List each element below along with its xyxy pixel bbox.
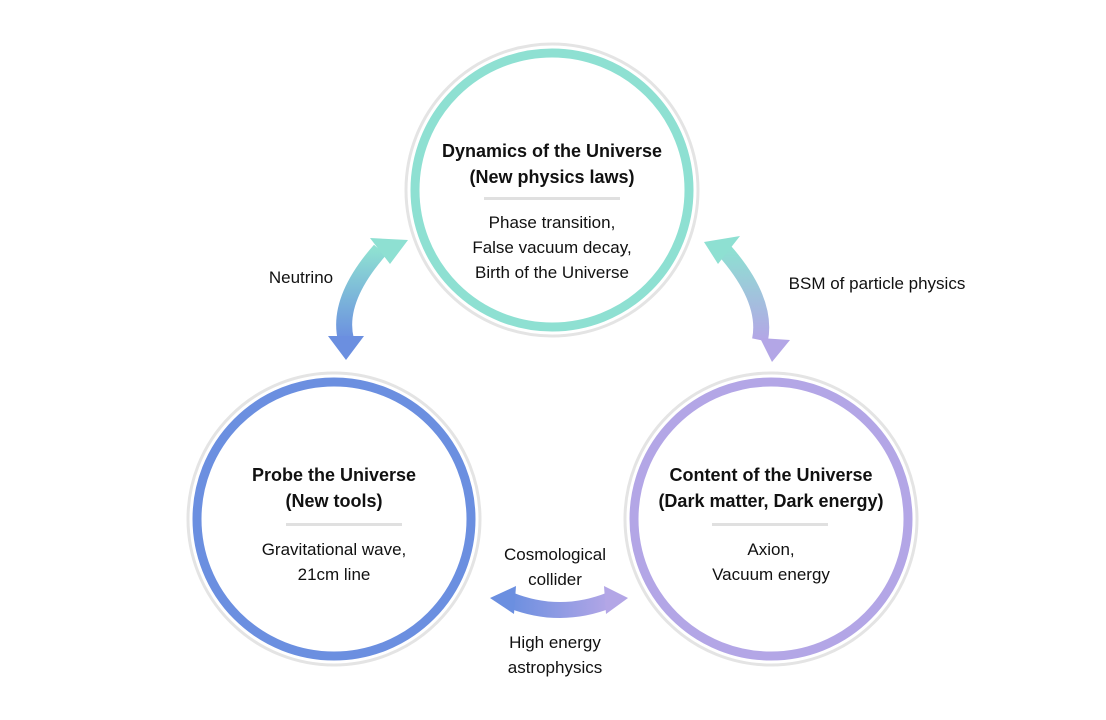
node-right-title-line2: (Dark matter, Dark energy) bbox=[658, 491, 884, 511]
circle-top bbox=[404, 42, 700, 338]
circle-left bbox=[186, 371, 482, 667]
link-label-neutrino: Neutrino bbox=[268, 268, 334, 287]
link-label-line: collider bbox=[528, 570, 582, 589]
node-right-body-line: Axion, bbox=[747, 540, 795, 559]
node-left-title-line1: Probe the Universe bbox=[251, 465, 417, 485]
node-top-title-line2: (New physics laws) bbox=[469, 167, 635, 187]
node-right-title-line1: Content of the Universe bbox=[669, 465, 873, 485]
node-top-title: Dynamics of the Universe (New physics la… bbox=[402, 138, 702, 190]
arrow-top-right bbox=[704, 236, 790, 362]
node-right-body: Axion, Vacuum energy bbox=[621, 537, 921, 587]
circle-right bbox=[623, 371, 919, 667]
link-label-bsm: BSM of particle physics bbox=[788, 274, 966, 293]
node-top-title-line1: Dynamics of the Universe bbox=[441, 141, 663, 161]
arrow-top-left bbox=[328, 238, 408, 360]
link-label-line: Cosmological bbox=[503, 545, 607, 564]
node-left-body-line: 21cm line bbox=[297, 565, 371, 584]
node-top-body-line: Birth of the Universe bbox=[474, 263, 629, 282]
node-left-title-line2: (New tools) bbox=[285, 491, 383, 511]
node-top-body-line: Phase transition, bbox=[488, 213, 616, 232]
node-left-title: Probe the Universe (New tools) bbox=[194, 462, 474, 514]
node-right-divider bbox=[712, 523, 828, 526]
node-top-body-line: False vacuum decay, bbox=[472, 238, 632, 257]
link-label-line: High energy bbox=[509, 633, 601, 652]
node-left-body: Gravitational wave, 21cm line bbox=[194, 537, 474, 587]
node-top-divider bbox=[484, 197, 620, 200]
link-label-high-energy-astrophysics: High energy astrophysics bbox=[480, 630, 630, 680]
node-left-body-line: Gravitational wave, bbox=[261, 540, 407, 559]
node-right-body-line: Vacuum energy bbox=[712, 565, 830, 584]
arrow-bottom bbox=[490, 586, 628, 618]
node-right-title: Content of the Universe (Dark matter, Da… bbox=[621, 462, 921, 514]
link-label-line: astrophysics bbox=[507, 658, 603, 677]
node-top-body: Phase transition, False vacuum decay, Bi… bbox=[402, 210, 702, 285]
link-label-cosmological-collider: Cosmological collider bbox=[480, 542, 630, 592]
node-left-divider bbox=[286, 523, 402, 526]
